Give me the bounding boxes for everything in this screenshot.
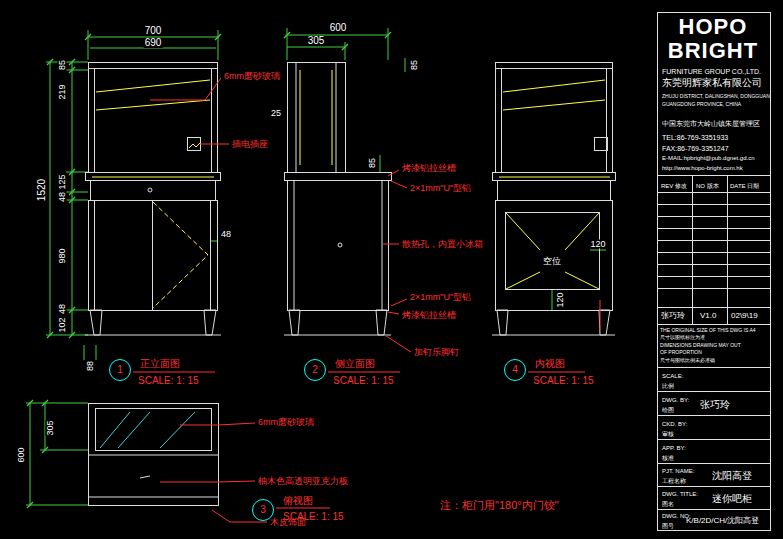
drawing-label: BRIGHT: [668, 40, 758, 62]
drawing-label: V1.0: [700, 312, 716, 320]
drawing-label: 48: [58, 191, 67, 203]
drawing-label: 绘图: [662, 407, 674, 413]
callout-number: 1: [117, 365, 123, 375]
drawing-label: 600: [329, 23, 348, 33]
drawing-label: TEL:86-769-3351933: [662, 134, 728, 141]
drawing-label: FURNITURE GROUP CO.,LTD.: [662, 68, 761, 75]
callout-number: 4: [512, 365, 518, 375]
drawing-label: 305: [307, 36, 326, 46]
annotation-label: 侧立面图: [335, 359, 375, 369]
drawing-label: DIMENSIONS DRAWING MAY OUT: [660, 343, 741, 348]
drawing-label: 305: [46, 419, 55, 436]
annotation-label: 2×1mm"U"型铝: [410, 293, 471, 302]
drawing-label: 120: [556, 291, 565, 308]
annotation-label: 正立面图: [140, 359, 180, 369]
drawing-label: SCALE:: [662, 373, 683, 379]
drawing-label: 迷你吧柜: [712, 494, 752, 504]
callout-circle: 2: [304, 359, 326, 381]
annotation-label: 俯视图: [283, 496, 313, 506]
callout-number: 2: [312, 365, 318, 375]
drawing-label: 东莞明辉家私有限公司: [662, 78, 762, 88]
drawing-label: 图号: [662, 523, 674, 529]
annotation-label: 烤漆铝拉丝槽: [402, 164, 456, 173]
drawing-label: 空位: [542, 257, 562, 266]
annotation-label: 2×1mm"U"型铝: [410, 184, 471, 193]
drawing-label: 85: [368, 157, 377, 169]
drawing-label: 比例: [662, 383, 674, 389]
drawing-label: OF PROPORTION: [660, 350, 702, 355]
drawing-label: 中国东莞市大岭山镇朱屋管理区: [662, 120, 760, 127]
drawing-label: 48: [220, 230, 232, 239]
callout-number: 3: [260, 505, 266, 515]
drawing-label: 尺寸与图纸比例未必准确: [660, 358, 715, 363]
drawing-label: 690: [144, 38, 163, 48]
annotation-label: 内视图: [535, 359, 565, 369]
drawing-label: 700: [144, 26, 163, 36]
drawing-label: REV 修改: [661, 183, 687, 189]
annotation-label: 烤漆铝拉丝槽: [402, 311, 456, 320]
drawing-label: FAX:86-769-3351247: [662, 145, 729, 152]
drawing-label: ZHUJU DISTRICT, DALINGSHAN, DONGGUAN: [662, 94, 770, 99]
annotation-label: SCALE: 1: 15: [283, 512, 344, 522]
annotation-label: SCALE: 1: 15: [138, 376, 199, 386]
drawing-label: 工程名称: [662, 478, 686, 484]
drawing-label: APP. BY:: [662, 445, 686, 451]
drawing-label: 1520: [37, 178, 47, 202]
drawing-label: 25: [270, 109, 282, 118]
drawing-label: 85: [410, 59, 419, 71]
annotation-label: 散热孔，内置小冰箱: [402, 240, 483, 249]
drawing-label: 120: [589, 240, 606, 249]
callout-circle: 4: [504, 359, 526, 381]
drawing-label: 02\9\19: [731, 312, 758, 320]
drawing-label: K/B/2D/CH/沈阳高登: [686, 517, 759, 525]
drawing-label: 980: [58, 247, 67, 264]
drawing-label: 核准: [662, 455, 674, 461]
drawing-label: 85: [58, 59, 67, 71]
annotation-label: 插电插座: [232, 140, 268, 149]
drawing-label: 尺寸以图纸标注为准: [660, 335, 705, 340]
drawing-label: 沈阳高登: [712, 471, 752, 481]
drawing-label: E-MAIL:hpbright@pub.dgnet.gd.cn: [662, 155, 754, 161]
drawing-label: http://www.hopo-bright.com.hk: [662, 165, 743, 171]
drawing-label: 125: [58, 173, 67, 190]
callout-circle: 1: [109, 359, 131, 381]
annotation-label: 6mm磨砂玻璃: [224, 72, 280, 81]
drawing-label: DWG. BY:: [662, 397, 689, 403]
drawing-label: 48: [58, 303, 67, 315]
drawing-label: 张巧玲: [700, 400, 730, 410]
drawing-label: THE ORIGINAL SIZE OF THIS DWG IS A4: [660, 328, 756, 333]
drawing-label: HOPO: [679, 16, 748, 38]
drawing-label: PJT. NAME:: [662, 468, 694, 474]
drawing-label: DATE 日期: [730, 183, 759, 189]
annotation-label: 注：柜门用"180°内门铰": [440, 500, 559, 511]
drawing-label: 600: [17, 446, 26, 463]
annotation-label: 6mm磨砂玻璃: [258, 418, 314, 427]
drawing-label: NO 版本: [696, 183, 719, 189]
drawing-label: 审核: [662, 431, 674, 437]
drawing-label: GUANGDONG PROVINCE, CHINA: [662, 102, 741, 107]
drawing-label: DWG. TITLE:: [662, 491, 698, 497]
annotation-label: 加钉乐脚钉: [414, 348, 459, 357]
drawing-label: 102: [58, 316, 67, 333]
drawing-label: 219: [58, 83, 67, 100]
drawing-label: CKD. BY:: [662, 421, 687, 427]
drawing-label: 88: [86, 360, 95, 372]
annotation-label: SCALE: 1: 15: [333, 376, 394, 386]
annotation-label: SCALE: 1: 15: [533, 376, 594, 386]
drawing-label: 图名: [662, 501, 674, 507]
annotation-label: 柚木色高透明亚克力板: [258, 477, 348, 486]
drawing-label: 张巧玲: [661, 312, 685, 320]
